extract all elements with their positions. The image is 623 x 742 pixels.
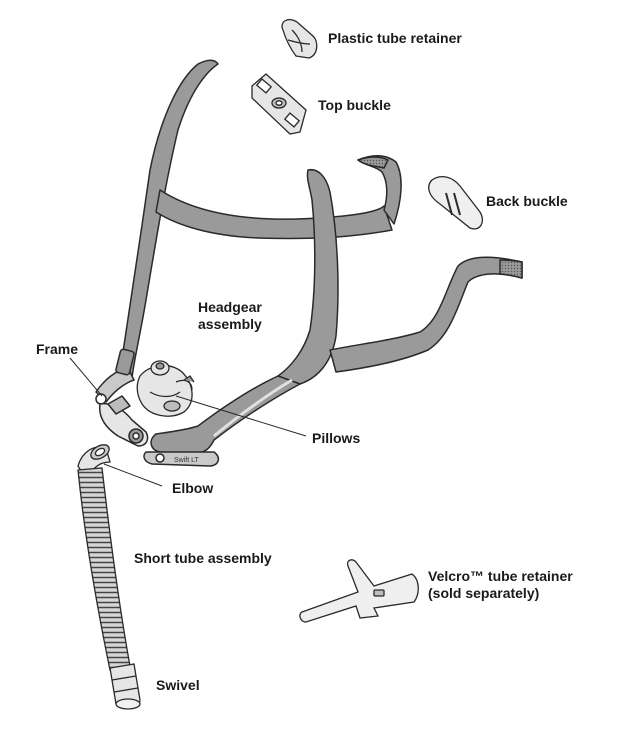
velcro-label-line2: (sold separately): [428, 585, 540, 601]
pillows-leader-line: [175, 395, 307, 437]
frame-label: Frame: [36, 341, 79, 357]
headgear-label-line1: Headgear: [198, 299, 262, 315]
short-tube-assembly-label: Short tube assembly: [134, 550, 272, 566]
top-buckle-part: [251, 73, 307, 135]
back-buckle-part: [428, 175, 484, 230]
frame-leader-line: [69, 357, 103, 397]
top-buckle-label: Top buckle: [318, 97, 391, 113]
plastic-tube-retainer-label: Plastic tube retainer: [328, 30, 462, 46]
swivel-label: Swivel: [156, 677, 200, 693]
velcro-tube-retainer-part: [299, 559, 419, 623]
velcro-tube-retainer-label: Velcro™ tube retainer (sold separately): [428, 568, 573, 602]
frame-part: Swift LT: [98, 375, 301, 467]
back-buckle-label: Back buckle: [486, 193, 568, 209]
pillows-part: [136, 360, 195, 417]
headgear-straps: [95, 59, 523, 405]
elbow-leader-line: [103, 463, 163, 487]
short-tube-part: [77, 467, 131, 671]
headgear-label-line2: assembly: [198, 316, 262, 332]
frame-imprint-text: Swift LT: [174, 457, 199, 464]
elbow-label: Elbow: [172, 480, 214, 496]
swivel-part: [109, 663, 141, 710]
pillows-label: Pillows: [312, 430, 361, 446]
plastic-tube-retainer-part: [281, 18, 318, 59]
headgear-assembly-label: Headgear assembly: [198, 299, 262, 333]
velcro-label-line1: Velcro™ tube retainer: [428, 568, 573, 584]
leader-lines: [69, 357, 307, 487]
